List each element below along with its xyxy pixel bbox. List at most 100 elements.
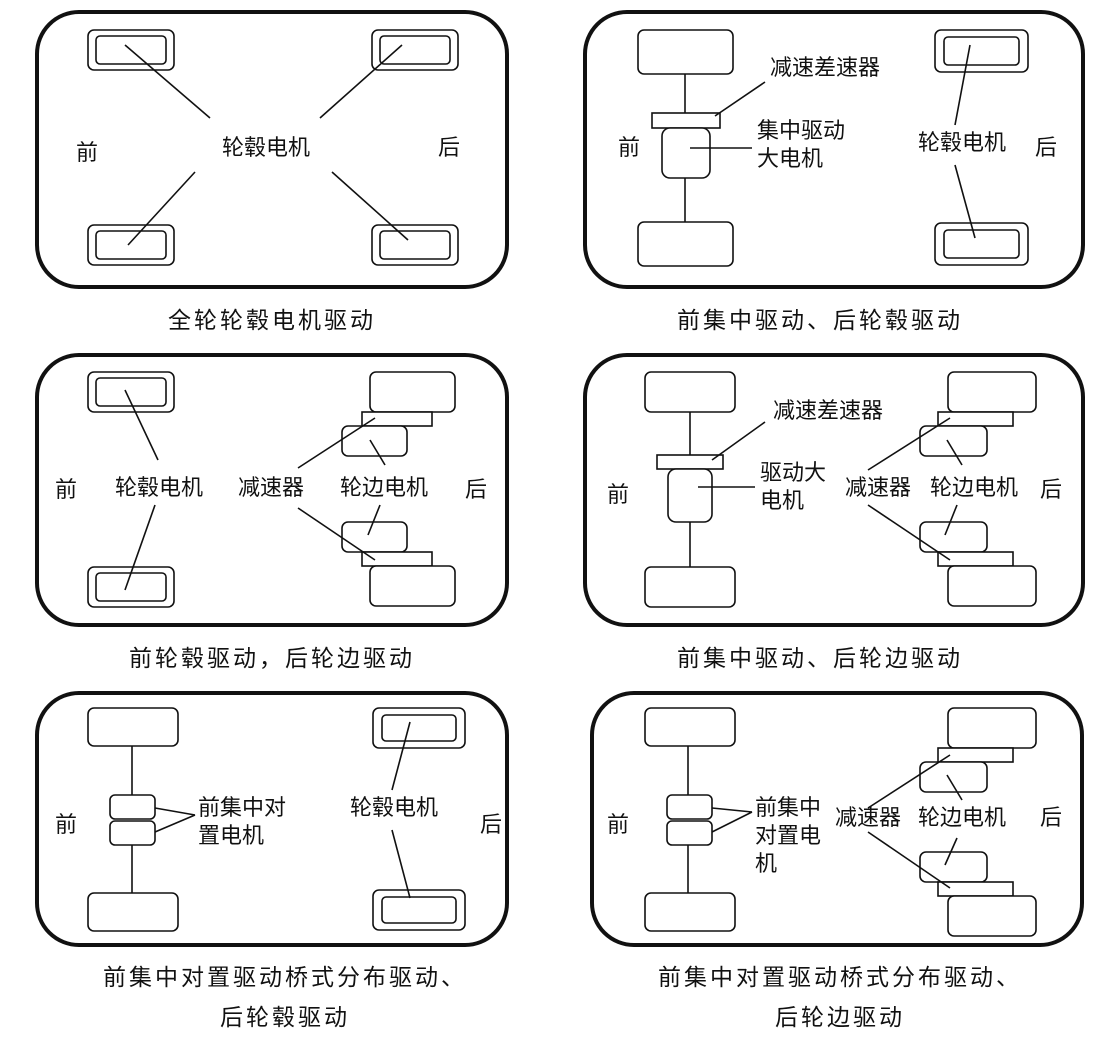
leader-line <box>127 171 196 246</box>
leader-line <box>331 171 409 241</box>
central-motor-label-line1: 驱动大 <box>760 461 826 486</box>
rear-label: 后 <box>438 136 460 161</box>
vehicle-frame <box>35 353 509 627</box>
plain-wheel-rear-top <box>947 707 1037 749</box>
plain-wheel-front-top <box>644 707 736 747</box>
panel-front-central-rear-hub: 减速差速器 集中驱动 大电机 前 后 轮毂电机 <box>583 10 1085 289</box>
reducer-block-bottom <box>937 881 1014 897</box>
rear-label: 后 <box>1035 136 1057 161</box>
reducer-label: 减速器 <box>238 476 304 501</box>
opposed-motor-label-line2: 对置电 <box>755 824 821 849</box>
leader-line <box>391 721 411 791</box>
plain-wheel-front-bottom <box>644 892 736 932</box>
side-motor-label: 轮边电机 <box>930 476 1018 501</box>
plain-wheel-front-top <box>87 707 179 747</box>
caption-panel5-line1: 前集中对置驱动桥式分布驱动、 <box>103 965 467 991</box>
vehicle-frame <box>590 691 1084 947</box>
vehicle-frame <box>583 353 1085 627</box>
front-label: 前 <box>76 141 98 166</box>
front-label: 前 <box>55 813 77 838</box>
panel-front-central-rear-side: 减速差速器 驱动大 电机 减速器 轮边电机 前 后 <box>583 353 1085 627</box>
panel-front-dual-rear-hub: 前集中对 置电机 轮毂电机 前 后 <box>35 691 509 947</box>
central-motor-block <box>661 127 711 179</box>
reducer-differential-label: 减速差速器 <box>770 56 880 81</box>
leader-line <box>944 837 958 866</box>
panel-front-hub-rear-side: 前 后 轮毂电机 减速器 轮边电机 <box>35 353 509 627</box>
rear-label: 后 <box>465 478 487 503</box>
side-motor-block-top <box>919 761 988 793</box>
leader-line <box>369 439 386 466</box>
side-motor-block-top <box>919 425 988 457</box>
opposed-motor-lower <box>109 820 156 846</box>
plain-wheel-front-top <box>644 371 736 413</box>
side-motor-label: 轮边电机 <box>340 476 428 501</box>
plain-wheel-rear-top <box>369 371 456 413</box>
leader-line <box>711 811 753 833</box>
leader-line <box>867 417 951 471</box>
leader-line <box>154 814 196 833</box>
vehicle-frame <box>35 691 509 947</box>
differential-block <box>656 454 724 470</box>
hub-motor-label: 轮毂电机 <box>222 136 310 161</box>
leader-line <box>367 504 381 536</box>
vehicle-frame <box>35 10 509 289</box>
leader-line <box>714 81 766 117</box>
caption-panel6-line1: 前集中对置驱动桥式分布驱动、 <box>658 965 1022 991</box>
central-motor-block <box>667 468 713 523</box>
plain-wheel-rear-bottom <box>369 565 456 607</box>
panel-front-dual-rear-side: 前集中 对置电 机 减速器 轮边电机 前 后 <box>590 691 1084 947</box>
hub-wheel-front-bottom <box>87 224 175 266</box>
opposed-motor-upper <box>666 794 713 820</box>
plain-wheel-front-top <box>637 29 734 75</box>
leader-line <box>124 44 211 119</box>
plain-wheel-front-bottom <box>637 221 734 267</box>
leader-line <box>124 389 159 461</box>
rear-label: 后 <box>1040 806 1062 831</box>
side-motor-block-bottom <box>341 521 408 553</box>
rear-label: 后 <box>1040 478 1062 503</box>
plain-wheel-rear-bottom <box>947 565 1037 607</box>
leader-line <box>946 439 963 466</box>
opposed-motor-label-line1: 前集中 <box>755 796 821 821</box>
front-label: 前 <box>55 478 77 503</box>
reducer-label: 减速器 <box>835 806 901 831</box>
leader-line <box>297 417 376 469</box>
side-motor-block-bottom <box>919 851 988 883</box>
opposed-motor-label-line2: 置电机 <box>198 824 264 849</box>
leader-line <box>391 829 411 899</box>
leader-line <box>319 44 403 119</box>
hub-motor-label: 轮毂电机 <box>918 131 1006 156</box>
opposed-motor-label-line3: 机 <box>755 852 777 877</box>
front-label: 前 <box>618 136 640 161</box>
caption-panel2: 前集中驱动、后轮毂驱动 <box>677 308 963 334</box>
hub-wheel-front-bottom <box>87 566 175 608</box>
leader-line <box>154 807 196 816</box>
leader-line <box>711 807 753 813</box>
side-motor-label: 轮边电机 <box>918 806 1006 831</box>
leader-line <box>297 507 376 561</box>
caption-panel5-line2: 后轮毂驱动 <box>220 1005 350 1031</box>
leader-line <box>944 504 958 536</box>
opposed-motor-upper <box>109 794 156 820</box>
hub-wheel-rear-top <box>934 29 1029 73</box>
caption-panel6-line2: 后轮边驱动 <box>775 1005 905 1031</box>
front-label: 前 <box>607 813 629 838</box>
leader-line <box>954 164 976 239</box>
leader-line <box>867 754 951 809</box>
opposed-motor-label-line1: 前集中对 <box>198 796 286 821</box>
leader-line <box>867 831 951 889</box>
hub-wheel-rear-bottom <box>934 222 1029 266</box>
differential-block <box>651 112 721 129</box>
hub-wheel-rear-bottom <box>371 224 459 266</box>
central-motor-label-line1: 集中驱动 <box>757 119 845 144</box>
plain-wheel-front-bottom <box>87 892 179 932</box>
leader-line <box>124 504 156 591</box>
hub-motor-label: 轮毂电机 <box>115 476 203 501</box>
hub-wheel-rear-top <box>372 707 466 749</box>
opposed-motor-lower <box>666 820 713 846</box>
leader-line <box>711 421 766 461</box>
hub-wheel-rear-bottom <box>372 889 466 931</box>
hub-wheel-rear-top <box>371 29 459 71</box>
vehicle-frame <box>583 10 1085 289</box>
